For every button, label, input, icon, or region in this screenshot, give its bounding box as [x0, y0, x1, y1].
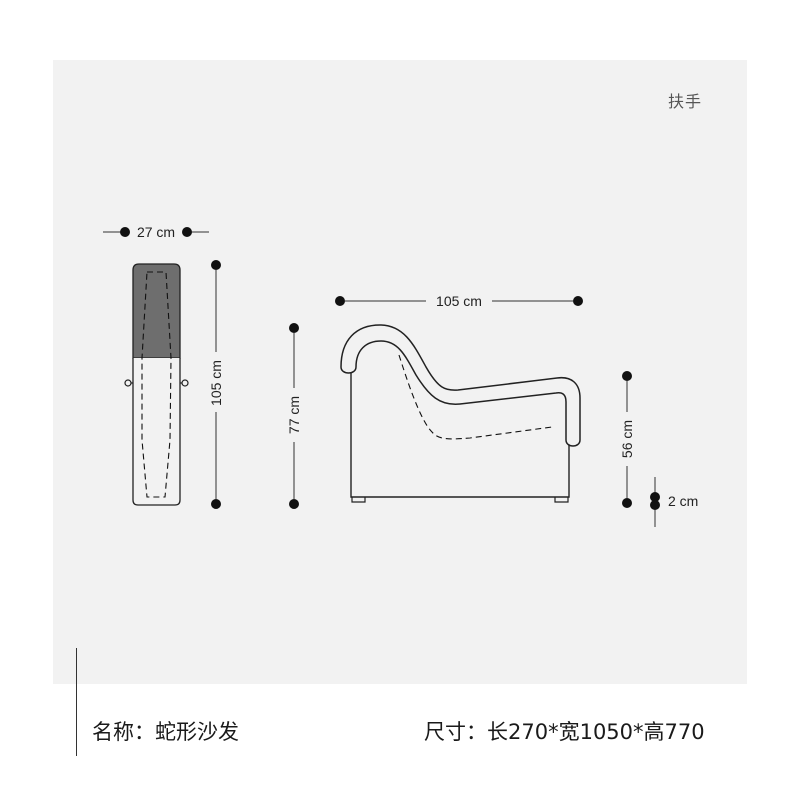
label-arm-height: 56 cm — [619, 420, 635, 458]
dimension-arm-height: 56 cm — [619, 371, 635, 508]
sofa-side-view — [340, 324, 581, 503]
product-name: 名称：蛇形沙发 — [92, 720, 239, 744]
product-size: 尺寸：长270*宽1050*高770 — [424, 720, 705, 744]
label-overall-height: 77 cm — [286, 396, 302, 434]
label-foot-height: 2 cm — [668, 493, 698, 509]
dimension-overall-height: 77 cm — [286, 323, 302, 509]
dimension-armrest-height: 105 cm — [208, 260, 224, 509]
section-label: 扶手 — [668, 92, 703, 111]
dimension-armrest-width: 27 cm — [103, 224, 209, 240]
label-armrest-height: 105 cm — [208, 360, 224, 406]
dimension-foot-height: 2 cm — [650, 477, 698, 527]
dimension-side-length: 105 cm — [335, 293, 583, 309]
footer-divider — [76, 648, 77, 756]
armrest-front-view — [124, 263, 189, 506]
label-armrest-width: 27 cm — [137, 224, 175, 240]
label-side-length: 105 cm — [436, 293, 482, 309]
